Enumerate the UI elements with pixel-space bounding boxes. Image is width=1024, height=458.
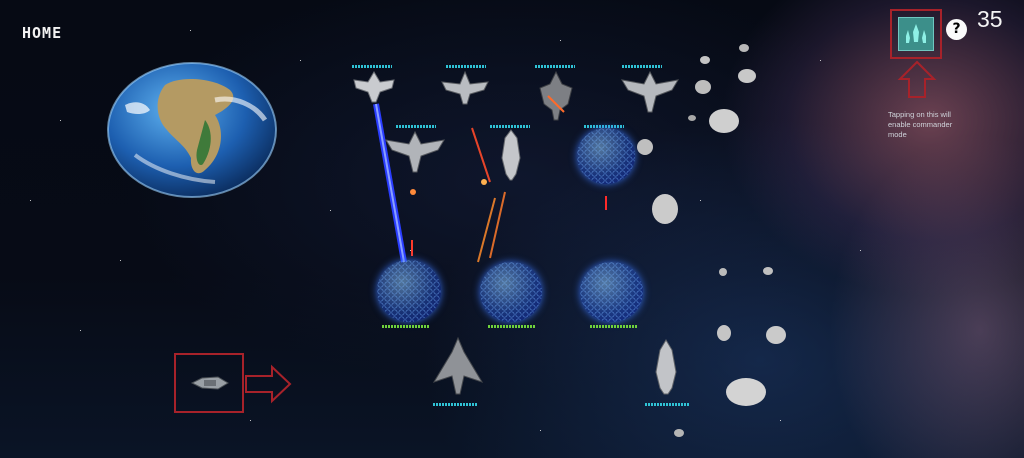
enemy-ship-sprite bbox=[353, 71, 395, 103]
asteroid bbox=[700, 56, 710, 64]
health-bar bbox=[488, 325, 536, 328]
health-bar bbox=[433, 403, 477, 406]
health-bar bbox=[645, 403, 689, 406]
energy-shield bbox=[480, 262, 542, 322]
health-bar bbox=[352, 65, 392, 68]
orange-laser-beam bbox=[489, 191, 506, 259]
asteroid bbox=[674, 429, 684, 437]
commander-mode-icon bbox=[906, 24, 926, 43]
orange-laser-beam bbox=[477, 197, 496, 263]
commander-hint-text: Tapping on this will enable commander mo… bbox=[888, 110, 953, 139]
asteroid bbox=[709, 109, 739, 133]
health-bar bbox=[584, 125, 624, 128]
enemy-ship-sprite bbox=[441, 70, 489, 105]
commander-mode-button[interactable] bbox=[898, 17, 934, 51]
question-mark-icon: ? bbox=[952, 21, 961, 37]
player-ship-sprite bbox=[655, 339, 677, 395]
energy-shield bbox=[580, 262, 643, 322]
asteroid bbox=[637, 139, 653, 155]
asteroid bbox=[763, 267, 773, 275]
arrow-right-icon bbox=[245, 364, 292, 404]
energy-shield bbox=[377, 260, 441, 322]
enemy-ship-sprite bbox=[621, 70, 679, 113]
laser-impact bbox=[481, 179, 487, 185]
arrow-up-icon bbox=[897, 60, 937, 98]
asteroid bbox=[688, 115, 696, 121]
asteroid bbox=[726, 378, 766, 406]
score-counter: 35 bbox=[977, 6, 1003, 32]
asteroid bbox=[738, 69, 756, 83]
health-bar bbox=[382, 325, 430, 328]
laser-impact bbox=[410, 189, 416, 195]
asteroid bbox=[766, 326, 786, 344]
home-button[interactable]: HOME bbox=[22, 24, 63, 42]
help-button[interactable]: ? bbox=[946, 19, 967, 40]
enemy-ship-sprite bbox=[501, 129, 521, 181]
commander-highlight-box bbox=[890, 9, 942, 59]
blue-laser-core bbox=[375, 103, 405, 263]
enemy-ship-sprite bbox=[385, 130, 445, 173]
asteroid bbox=[695, 80, 711, 94]
player-ship-icon bbox=[190, 376, 229, 390]
player-ship-sprite bbox=[432, 336, 484, 395]
ship-spawn-button[interactable] bbox=[174, 353, 244, 413]
enemy-ship-sprite bbox=[539, 70, 573, 121]
health-bar bbox=[396, 125, 436, 128]
asteroid bbox=[652, 194, 678, 224]
asteroid bbox=[739, 44, 749, 52]
health-bar bbox=[535, 65, 575, 68]
asteroid bbox=[717, 325, 731, 341]
red-laser-beam bbox=[471, 127, 491, 183]
energy-shield bbox=[577, 128, 635, 184]
asteroid bbox=[719, 268, 727, 276]
earth-planet bbox=[107, 62, 277, 198]
health-bar bbox=[590, 325, 638, 328]
health-bar bbox=[446, 65, 486, 68]
health-bar bbox=[490, 125, 530, 128]
health-bar bbox=[622, 65, 662, 68]
